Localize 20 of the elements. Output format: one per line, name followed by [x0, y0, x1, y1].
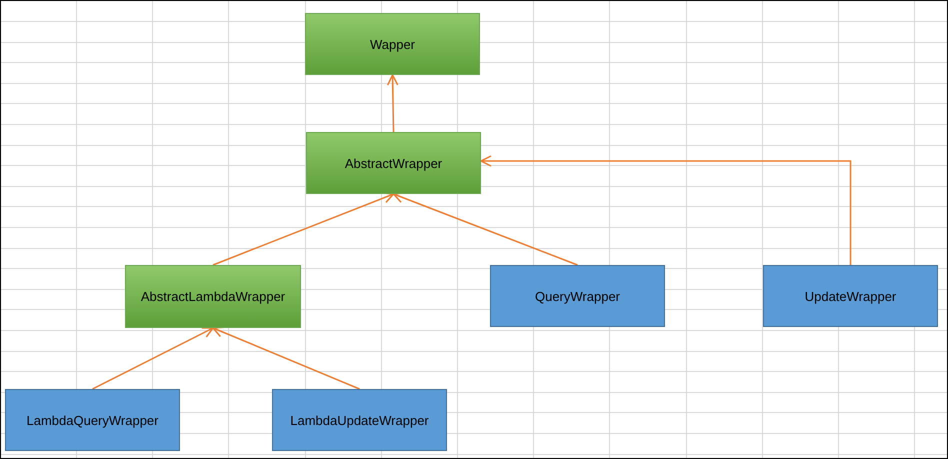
inheritance-arrow	[212, 326, 360, 390]
class-name: AbstractLambdaWrapper	[140, 289, 286, 304]
class-box	[272, 389, 447, 451]
class-name: UpdateWrapper	[804, 288, 896, 304]
class-name: QueryWrapper	[534, 288, 620, 304]
class-box	[125, 265, 301, 328]
class-box	[305, 13, 480, 75]
class-name: LambdaQueryWrapper	[26, 412, 158, 428]
class-box	[5, 389, 180, 451]
inheritance-arrow	[92, 327, 214, 390]
class-name: AbstractWrapper	[344, 156, 442, 170]
inheritance-arrow	[480, 155, 852, 265]
inheritance-arrow	[212, 192, 394, 266]
class-box	[490, 265, 665, 327]
inheritance-arrow	[386, 74, 398, 132]
class-name: LambdaUpdateWrapper	[290, 412, 429, 428]
class-box	[306, 132, 481, 194]
inheritance-arrow	[392, 192, 578, 266]
class-box	[763, 265, 938, 327]
class-name: Wapper	[370, 36, 416, 52]
